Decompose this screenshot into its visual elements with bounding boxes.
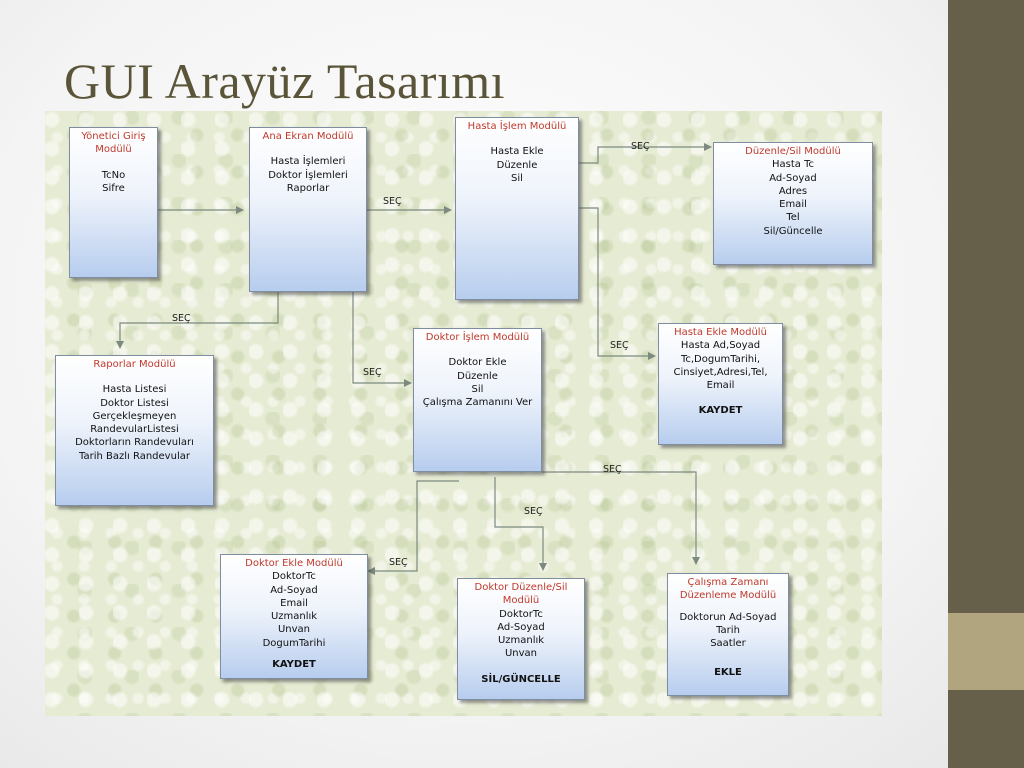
- label-sec-doktor-calisma: SEÇ: [603, 464, 622, 475]
- module-line: Ad-Soyad: [497, 621, 545, 633]
- module-action: KAYDET: [698, 405, 743, 417]
- module-box-doktor-ekle: Doktor Ekle Modülü DoktorTc Ad-Soyad Ema…: [220, 554, 368, 679]
- module-line: Unvan: [504, 648, 538, 660]
- module-line: Gerçekleşmeyen: [92, 410, 177, 422]
- module-action: KAYDET: [272, 659, 316, 671]
- module-line: DogumTarihi: [262, 637, 326, 649]
- module-line: Hasta Ekle: [490, 146, 544, 158]
- module-line: Hasta Tc: [772, 159, 814, 171]
- module-line: Düzenle: [457, 370, 498, 382]
- module-line: Sifre: [102, 182, 125, 194]
- module-line: Düzenle: [496, 159, 538, 171]
- connector-lines: [116, 143, 712, 575]
- module-title: Yönetici Giriş Modülü: [81, 131, 146, 156]
- module-line: Ad-Soyad: [769, 172, 817, 184]
- module-box-yonetici: Yönetici Giriş Modülü TcNo Sifre: [69, 127, 158, 278]
- module-body: Hasta Ekle Düzenle Sil: [458, 145, 576, 185]
- module-title: Ana Ekran Modülü: [262, 131, 354, 142]
- slide-sidebar-accent: [948, 613, 1024, 690]
- arrow-hasta-to-duzenle: [579, 143, 712, 164]
- module-box-doktor-duzenle: Doktor Düzenle/Sil Modülü DoktorTc Ad-So…: [457, 578, 585, 700]
- arrow-hasta-to-hastaekle: [579, 207, 656, 360]
- module-line: Sil: [471, 383, 484, 395]
- arrow-ana-to-doktor: [352, 292, 412, 387]
- module-title: Hasta Ekle Modülü: [674, 327, 767, 338]
- module-line: Unvan: [277, 624, 311, 636]
- label-sec-hasta-ekle: SEÇ: [610, 340, 629, 351]
- arrow-ana-to-raporlar: [116, 292, 279, 349]
- diagram-canvas: SEÇ SEÇ SEÇ SEÇ SEÇ SEÇ SEÇ SEÇ Yönetici…: [45, 111, 882, 716]
- module-line: TcNo: [101, 169, 126, 181]
- module-line: Hasta İşlemleri: [270, 156, 346, 168]
- arrow-doktor-to-calisma: [542, 471, 700, 565]
- module-line: Hasta Ad,Soyad: [680, 340, 761, 352]
- label-sec-hasta-duzenle: SEÇ: [631, 141, 650, 152]
- module-title: Çalışma Zamanı Düzenleme Modülü: [679, 577, 777, 602]
- module-line: Doktorların Randevuları: [75, 437, 194, 449]
- module-line: Uzmanlık: [270, 611, 318, 623]
- module-action: EKLE: [714, 667, 742, 679]
- module-box-ana-ekran: Ana Ekran Modülü Hasta İşlemleri Doktor …: [249, 127, 367, 292]
- module-body: Hasta Ad,Soyad Tc,DogumTarihi, Cinsiyet,…: [661, 339, 780, 392]
- label-sec-doktor-duzenle: SEÇ: [524, 506, 543, 517]
- module-body: Doktorun Ad-Soyad Tarih Saatler: [670, 611, 786, 651]
- module-line: Ad-Soyad: [270, 584, 318, 596]
- module-line: Raporlar: [286, 182, 330, 194]
- module-line: Cinsiyet,Adresi,Tel,: [673, 366, 768, 378]
- module-title: Doktor Ekle Modülü: [245, 558, 343, 569]
- module-line: Tarih Bazlı Randevular: [79, 450, 190, 462]
- module-line: Email: [280, 597, 308, 609]
- module-box-doktor-islem: Doktor İşlem Modülü Doktor Ekle Düzenle …: [413, 328, 542, 472]
- module-box-hasta-islem: Hasta İşlem Modülü Hasta Ekle Düzenle Si…: [455, 117, 579, 300]
- module-body: Hasta Tc Ad-Soyad Adres Email Tel Sil/Gü…: [716, 158, 870, 238]
- module-line: Tarih: [716, 624, 740, 636]
- arrow-doktor-to-duzenle: [494, 477, 547, 571]
- module-line: Doktorun Ad-Soyad: [679, 611, 777, 623]
- module-line: Email: [706, 380, 735, 392]
- module-line: Doktor Listesi: [100, 397, 169, 409]
- module-line: Sil/Güncelle: [763, 225, 823, 237]
- module-title: Hasta İşlem Modülü: [467, 121, 567, 132]
- slide-title: GUI Arayüz Tasarımı: [64, 53, 506, 109]
- arrow-doktor-to-ekle: [367, 480, 459, 575]
- module-line: RandevularListesi: [90, 424, 179, 436]
- module-line: Çalışma Zamanını Ver: [422, 397, 533, 409]
- module-title: Doktor İşlem Modülü: [425, 332, 530, 343]
- module-line: Sil: [511, 172, 523, 184]
- module-line: DoktorTc: [272, 571, 316, 583]
- module-body: Hasta Listesi Doktor Listesi Gerçekleşme…: [58, 383, 211, 463]
- label-sec-ana-hasta: SEÇ: [383, 196, 402, 207]
- label-sec-doktor-ekle: SEÇ: [389, 557, 408, 568]
- module-title: Düzenle/Sil Modülü: [745, 146, 841, 157]
- module-line: Adres: [778, 185, 808, 197]
- module-body: TcNo Sifre: [72, 169, 155, 196]
- module-action: SİL/GÜNCELLE: [481, 673, 561, 685]
- module-line: Uzmanlık: [497, 635, 545, 647]
- module-body: Hasta İşlemleri Doktor İşlemleri Raporla…: [252, 155, 364, 195]
- label-sec-ana-raporlar: SEÇ: [172, 313, 191, 324]
- module-line: Doktor Ekle: [448, 357, 507, 369]
- module-line: Doktor İşlemleri: [268, 169, 348, 181]
- module-body: DoktorTc Ad-Soyad Email Uzmanlık Unvan D…: [223, 570, 365, 650]
- module-line: Hasta Listesi: [102, 384, 167, 396]
- module-box-hasta-ekle: Hasta Ekle Modülü Hasta Ad,Soyad Tc,Dogu…: [658, 323, 783, 445]
- module-box-raporlar: Raporlar Modülü Hasta Listesi Doktor Lis…: [55, 355, 214, 506]
- label-sec-ana-doktor: SEÇ: [363, 367, 382, 378]
- module-line: Email: [779, 199, 807, 211]
- module-line: DoktorTc: [499, 608, 543, 620]
- module-title: Doktor Düzenle/Sil Modülü: [474, 582, 568, 607]
- module-line: Tc,DogumTarihi,: [680, 353, 761, 365]
- module-line: Saatler: [710, 638, 746, 650]
- module-box-duzenle-sil: Düzenle/Sil Modülü Hasta Tc Ad-Soyad Adr…: [713, 142, 873, 265]
- module-body: Doktor Ekle Düzenle Sil Çalışma Zamanını…: [416, 356, 539, 409]
- module-body: DoktorTc Ad-Soyad Uzmanlık Unvan: [460, 608, 582, 661]
- module-title: Raporlar Modülü: [93, 359, 176, 370]
- module-box-calisma-zamani: Çalışma Zamanı Düzenleme Modülü Doktorun…: [667, 573, 789, 696]
- module-line: Tel: [786, 212, 800, 224]
